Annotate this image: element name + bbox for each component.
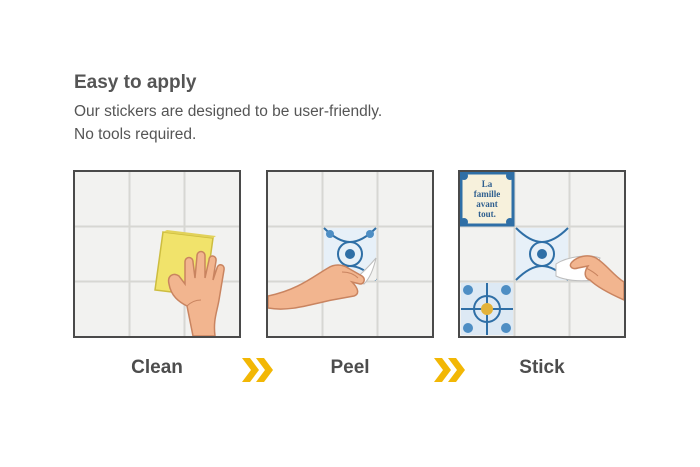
- step-label-clean: Clean: [131, 357, 183, 378]
- description-line-1: Our stickers are designed to be user-fri…: [74, 103, 383, 120]
- step-label-stick: Stick: [519, 357, 565, 378]
- clean-step-illustration: [73, 170, 241, 338]
- tile-text-line-2: famille: [474, 189, 501, 199]
- hand-peeling-sticker-icon: [268, 172, 432, 336]
- peel-step-illustration: [266, 170, 434, 338]
- section-description: Our stickers are designed to be user-fri…: [74, 100, 382, 146]
- next-step-arrow-icon: [434, 358, 465, 382]
- tile-text-line-4: tout.: [478, 209, 496, 219]
- next-step-arrow-icon: [242, 358, 273, 382]
- hand-wiping-sponge-icon: [75, 172, 239, 336]
- tile-text-line-3: avant: [476, 199, 498, 209]
- hand-pressing-sticker-icon: La famille avant tout.: [460, 172, 624, 336]
- section-title: Easy to apply: [74, 72, 197, 93]
- stick-step-illustration: La famille avant tout.: [458, 170, 626, 338]
- step-label-peel: Peel: [330, 357, 370, 378]
- tile-text-line-1: La: [482, 179, 493, 189]
- description-line-2: No tools required.: [74, 126, 197, 143]
- intro-section: Easy to apply Our stickers are designed …: [74, 72, 382, 146]
